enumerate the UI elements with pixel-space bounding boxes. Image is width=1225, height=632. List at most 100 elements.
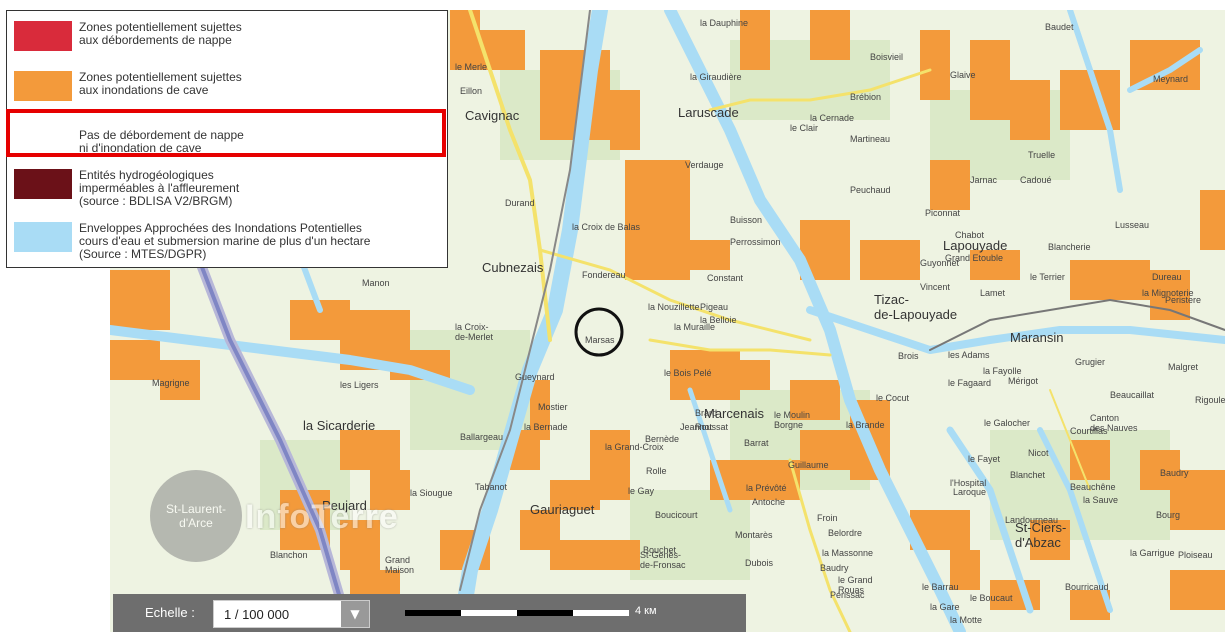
place-label: Fondereau <box>582 270 626 280</box>
legend-label: Enveloppes Approchées des Inondations Po… <box>79 221 371 261</box>
place-label: Laroque <box>953 487 987 497</box>
place-label: Boisvieil <box>870 52 904 62</box>
place-label: Brébion <box>850 92 882 102</box>
place-label: Blancherie <box>1048 242 1091 252</box>
place-label: Blanchon <box>270 550 308 560</box>
place-label: Perrossimon <box>730 237 781 247</box>
watermark-seal: St-Laurent- d'Arce <box>150 470 242 562</box>
place-label: Bernède <box>645 434 680 444</box>
place-label: Baudry <box>820 563 849 573</box>
map-legend: Zones potentiellement sujettes aux débor… <box>6 10 448 268</box>
place-label: Marcenais <box>704 406 764 421</box>
legend-swatch <box>14 21 72 51</box>
place-label: les Adams <box>948 350 990 360</box>
place-label: la Muraille <box>674 322 716 332</box>
place-label: Cadoué <box>1020 175 1052 185</box>
place-label: Buisson <box>730 215 763 225</box>
place-label: la Fayolle <box>983 366 1022 376</box>
place-label: Beauchêne <box>1070 482 1116 492</box>
place-label: Belordre <box>828 528 863 538</box>
legend-label: Entités hydrogéologiques imperméables à … <box>79 168 240 208</box>
location-marker[interactable] <box>574 307 624 357</box>
place-label: Courtillas <box>1070 426 1108 436</box>
place-label: Montarès <box>735 530 773 540</box>
place-label: Maransin <box>1010 330 1064 345</box>
place-label: la Croix- de-Merlet <box>455 322 494 342</box>
place-label: la Grand-Croix <box>605 442 664 452</box>
place-label: Meynard <box>1153 74 1189 84</box>
place-label: Blanchet <box>1010 470 1046 480</box>
place-label: Malgret <box>1168 362 1199 372</box>
place-label: la Prévôté <box>746 483 787 493</box>
place-label: Lamet <box>980 288 1006 298</box>
place-label: Gauriaguet <box>530 502 595 517</box>
place-label: Brois <box>898 351 919 361</box>
place-label: la Massonne <box>822 548 874 558</box>
roads <box>175 10 1225 632</box>
place-label: Dubois <box>745 558 774 568</box>
place-label: Roussat <box>695 422 729 432</box>
place-label: Mérigot <box>1008 376 1039 386</box>
place-label: Baudet <box>1045 22 1074 32</box>
place-label: le Bois Pelé <box>664 368 712 378</box>
legend-label: Zones potentiellement sujettes aux inond… <box>79 70 242 97</box>
place-label: Chabot <box>955 230 985 240</box>
place-label: les Ligers <box>340 380 379 390</box>
place-label: Peuchaud <box>850 185 891 195</box>
place-label: Truelle <box>1028 150 1056 160</box>
place-label: Guillaume <box>788 460 829 470</box>
place-label: Pigeau <box>700 302 729 312</box>
place-label: Tizac- de-Lapouyade <box>874 292 958 322</box>
place-label: le Grand Rouas <box>838 575 873 595</box>
place-label: Grand Etouble <box>945 253 1004 263</box>
place-label: Cubnezais <box>482 260 544 275</box>
place-label: le Fagaard <box>948 378 992 388</box>
chevron-down-icon[interactable]: ▼ <box>341 601 369 627</box>
scale-value: 1 / 100 000 <box>224 607 290 622</box>
place-label: Bourricaud <box>1065 582 1109 592</box>
place-label: la Sicarderie <box>303 418 376 433</box>
scale-label: Echelle : <box>145 605 195 620</box>
place-label: la Motte <box>950 615 983 625</box>
legend-item-cave: Zones potentiellement sujettes aux inond… <box>11 65 443 105</box>
place-label: St-Ciers- d'Abzac <box>1015 520 1067 550</box>
place-label: le Clair <box>790 123 819 133</box>
place-label: le Cocut <box>876 393 910 403</box>
legend-highlight-box <box>6 109 446 157</box>
place-label: la Sauve <box>1083 495 1119 505</box>
place-label: Peujard <box>322 498 367 513</box>
place-label: la Cernade <box>810 113 855 123</box>
legend-label: Pas de débordement de nappe ni d'inondat… <box>79 128 244 155</box>
place-label: la Nouzillette <box>648 302 700 312</box>
legend-swatch <box>14 127 72 157</box>
place-label: Vincent <box>920 282 950 292</box>
place-label: Rigouleau <box>1195 395 1225 405</box>
place-label: Jeannot <box>680 422 713 432</box>
place-label: Bouchet <box>643 545 677 555</box>
place-label: Ploiseau <box>1178 550 1213 560</box>
place-label: Glaive <box>950 70 976 80</box>
place-label: Froin <box>817 513 838 523</box>
scale-select[interactable]: 1 / 100 000 ▼ <box>213 600 370 628</box>
place-label: Baudry <box>1160 468 1189 478</box>
legend-item-nappe: Zones potentiellement sujettes aux débor… <box>11 15 443 55</box>
legend-label: Zones potentiellement sujettes aux débor… <box>79 20 242 47</box>
place-label: Martineau <box>850 134 891 144</box>
place-label: Dureau <box>1152 272 1182 282</box>
place-label: Magrigne <box>152 378 190 388</box>
legend-swatch <box>14 169 72 199</box>
place-label: Grand Maison <box>385 555 415 575</box>
place-label: le Gay <box>628 486 655 496</box>
place-label: Landourneau <box>1005 515 1059 525</box>
place-label: Lusseau <box>1115 220 1150 230</box>
scale-distance: 4 км <box>635 605 657 617</box>
legend-item-none: Pas de débordement de nappe ni d'inondat… <box>11 121 443 161</box>
place-label: le Boucaut <box>970 593 1013 603</box>
legend-item-eaip: Enveloppes Approchées des Inondations Po… <box>11 216 443 261</box>
place-label: Gueynard <box>515 372 555 382</box>
place-label: Barrat <box>744 438 769 448</box>
place-label: Grugier <box>1075 357 1106 367</box>
place-label: Beaucaillat <box>1110 390 1155 400</box>
place-label: Nicot <box>1028 448 1049 458</box>
